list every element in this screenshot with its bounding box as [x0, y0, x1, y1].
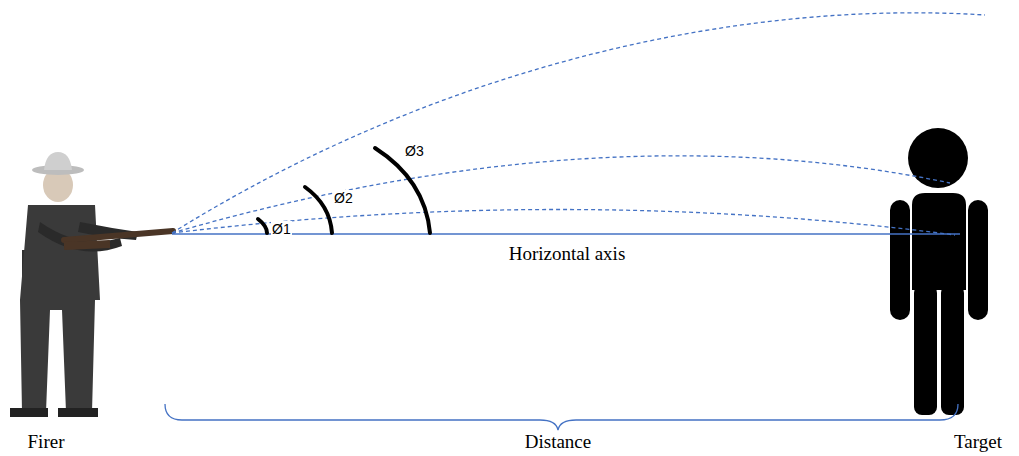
trajectory-high	[172, 13, 985, 233]
distance-label: Distance	[525, 431, 591, 453]
target-label: Target	[954, 431, 1002, 453]
distance-bracket	[165, 404, 958, 430]
firer-label: Firer	[28, 431, 65, 453]
angle-arc	[375, 148, 430, 233]
trajectories	[172, 13, 985, 235]
target-figure	[890, 128, 988, 415]
angle-arc	[258, 219, 267, 233]
axis-label: Horizontal axis	[509, 243, 626, 265]
angle-label: Ø3	[404, 143, 425, 159]
firer-figure	[10, 152, 173, 417]
angle-label: Ø1	[271, 221, 292, 237]
angle-label: Ø2	[333, 190, 354, 206]
angle-arc	[305, 187, 332, 233]
